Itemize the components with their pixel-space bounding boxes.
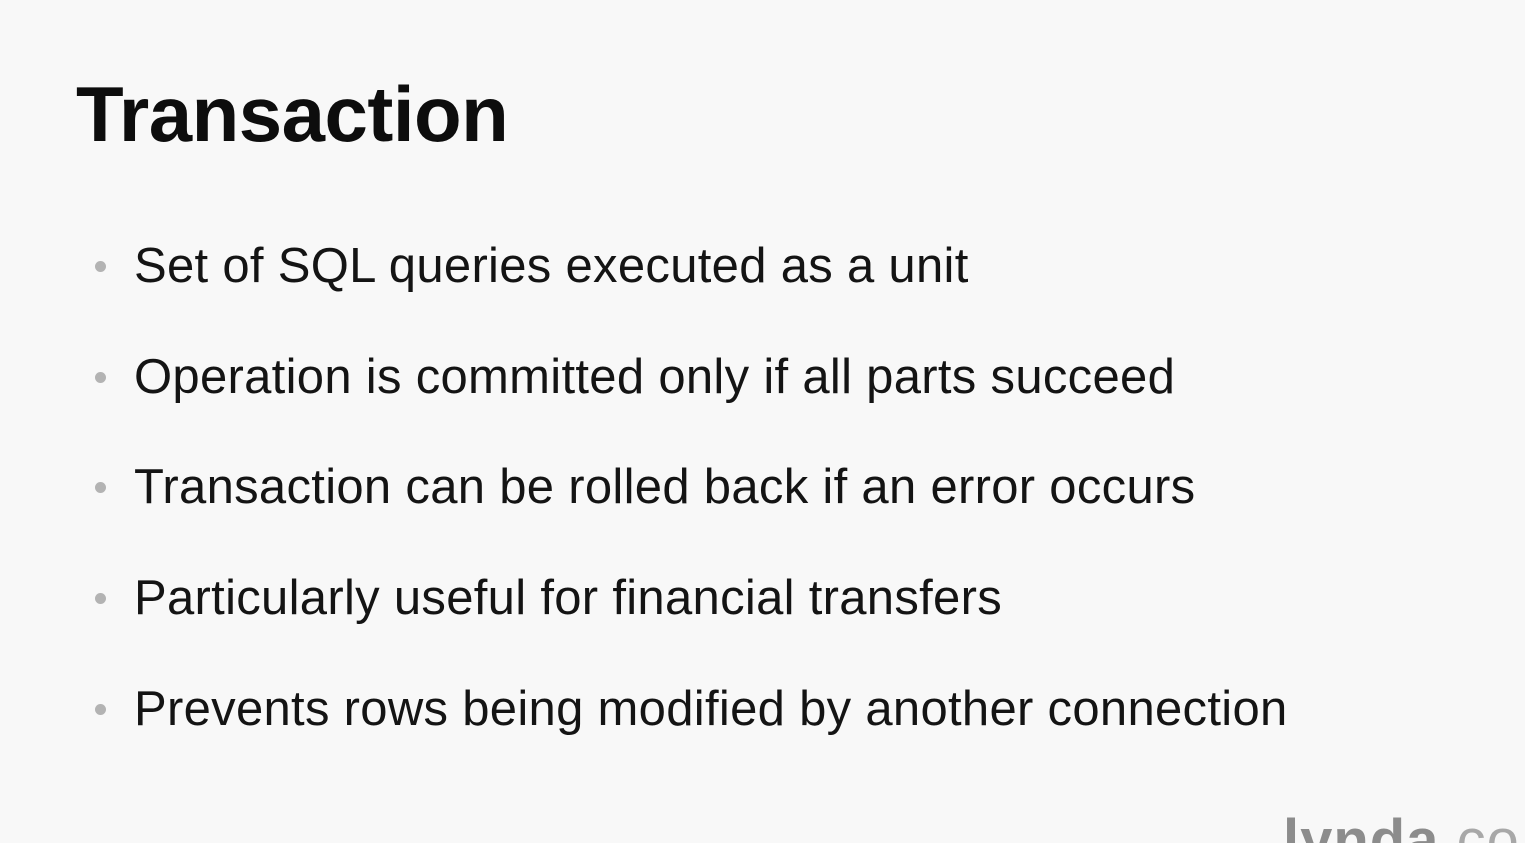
bullet-text: Particularly useful for financial transf…: [134, 571, 1003, 625]
slide-title: Transaction: [76, 70, 509, 158]
bullet-dot-icon: [95, 482, 106, 493]
bullet-dot-icon: [95, 261, 106, 272]
bullet-dot-icon: [95, 372, 106, 383]
bullet-text: Operation is committed only if all parts…: [134, 350, 1176, 404]
lynda-watermark-logo: lynda.co: [1283, 806, 1520, 843]
bullet-text: Set of SQL queries executed as a unit: [134, 239, 969, 293]
watermark-suffix: .co: [1439, 808, 1520, 843]
watermark-brand: lynda: [1283, 808, 1440, 843]
bullet-dot-icon: [95, 593, 106, 604]
bullet-text: Transaction can be rolled back if an err…: [134, 460, 1196, 514]
bullet-text: Prevents rows being modified by another …: [134, 682, 1288, 736]
bullet-dot-icon: [95, 704, 106, 715]
